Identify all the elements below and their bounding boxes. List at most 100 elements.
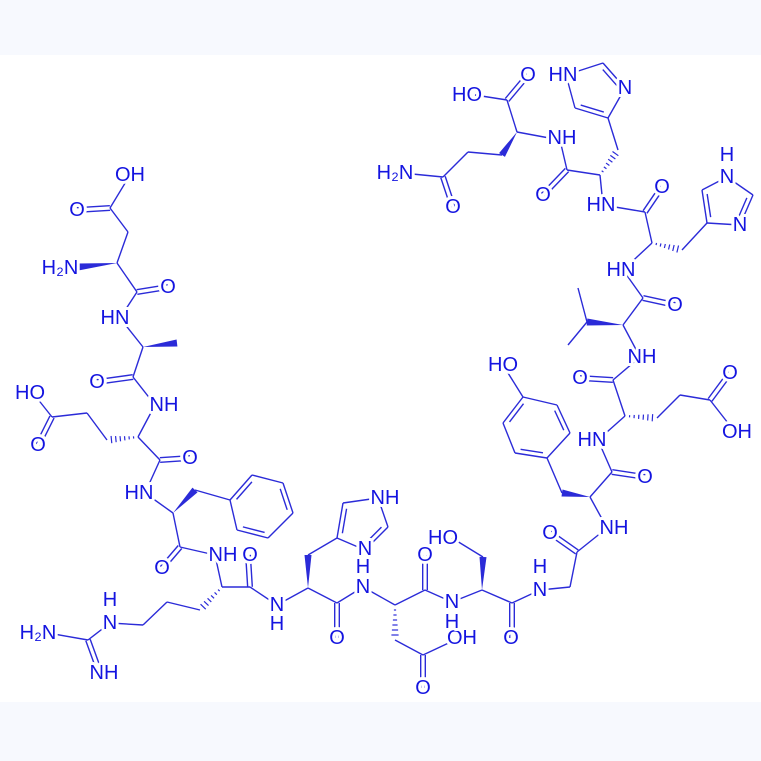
double-bond (89, 638, 103, 673)
single-bond (622, 242, 653, 271)
hash-bond (672, 244, 675, 252)
atom-label: N (270, 594, 284, 616)
double-bond (711, 373, 733, 402)
atom-label: NH (600, 517, 629, 539)
single-bond (251, 474, 284, 484)
atom-label: O (154, 557, 170, 579)
single-bond (522, 396, 558, 406)
double-bond (97, 378, 134, 385)
single-bond (514, 452, 548, 459)
hash-bond (210, 594, 215, 599)
aromatic-bond (242, 526, 265, 534)
single-bond (467, 151, 503, 156)
single-bond (86, 412, 108, 441)
atom-label: O (535, 184, 551, 206)
single-bond (709, 399, 736, 433)
single-bond (502, 364, 524, 398)
atom-label: H (356, 556, 370, 578)
single-bond (502, 396, 524, 424)
single-bond (109, 174, 131, 209)
double-bond (249, 554, 254, 587)
single-bond (342, 497, 379, 504)
atom-label: H (103, 589, 117, 611)
atom-label: N (445, 591, 459, 613)
atom-label: N (618, 77, 632, 99)
atom-label: N (720, 166, 734, 188)
single-bond (282, 482, 294, 514)
double-bond (611, 473, 645, 480)
hash-bond (110, 435, 113, 444)
hash-bond (676, 245, 680, 253)
single-bond (556, 404, 571, 434)
single-bond (481, 589, 513, 604)
double-bond (136, 284, 168, 291)
single-bond (539, 586, 571, 591)
double-bond (159, 545, 179, 567)
single-bond (576, 527, 608, 553)
single-bond (109, 207, 129, 233)
double-bond (440, 177, 452, 208)
hash-bond (603, 166, 607, 170)
single-bond (726, 176, 754, 196)
atom-label: O (415, 677, 431, 699)
double-bond (77, 209, 111, 214)
single-bond (307, 587, 338, 604)
atom-label: O (69, 199, 85, 221)
atom-label: O (160, 276, 176, 298)
single-bond (87, 622, 111, 641)
single-bond (142, 601, 168, 626)
atom-label: H₂N (20, 622, 57, 644)
single-bond (569, 551, 578, 588)
single-bond (644, 211, 653, 244)
hash-bond (119, 436, 122, 442)
hash-bond (217, 589, 221, 592)
double-bond (642, 185, 661, 212)
aromatic-bond (364, 526, 382, 544)
atom-label: OH (115, 164, 145, 186)
double-bond (137, 288, 169, 295)
single-bond (194, 489, 231, 501)
single-bond (229, 474, 253, 501)
aromatic-bond (580, 104, 605, 113)
hash-bond (214, 592, 218, 596)
atom-label: N (358, 538, 372, 560)
single-bond (336, 537, 366, 551)
single-bond (574, 107, 609, 119)
hash-bond (609, 154, 616, 160)
double-bond (76, 204, 110, 209)
atom-label: O (722, 362, 738, 384)
atom-label: O (242, 544, 258, 566)
double-bond (550, 530, 579, 551)
single-bond (132, 346, 144, 378)
single-bond (565, 62, 604, 76)
atom-label: HN (125, 482, 154, 504)
atom-label: HN (607, 259, 636, 281)
single-bond (276, 587, 309, 606)
atom-label: OH (447, 627, 477, 649)
single-bond (474, 94, 508, 101)
single-bond (47, 632, 89, 641)
single-bond (622, 297, 644, 326)
double-bond (244, 555, 249, 588)
double-bond (96, 374, 133, 381)
aromatic-bond (508, 403, 525, 423)
single-bond (119, 291, 138, 319)
double-bond (548, 534, 577, 555)
single-bond (589, 496, 608, 529)
single-bond (394, 589, 426, 606)
double-bond (544, 171, 570, 198)
atom-label: HN (578, 429, 607, 451)
atom-label: O (542, 522, 558, 544)
single-bond (502, 422, 516, 454)
atom-label: HO (428, 527, 458, 549)
single-bond (679, 394, 711, 401)
atom-label: H (720, 144, 734, 166)
bottom-band (0, 702, 761, 761)
single-bond (599, 174, 604, 206)
wedge-bond (173, 487, 198, 513)
single-bond (612, 356, 641, 381)
atom-label: HN (101, 307, 130, 329)
wedge-bond (77, 263, 117, 271)
single-bond (377, 497, 389, 528)
single-bond (607, 117, 619, 151)
